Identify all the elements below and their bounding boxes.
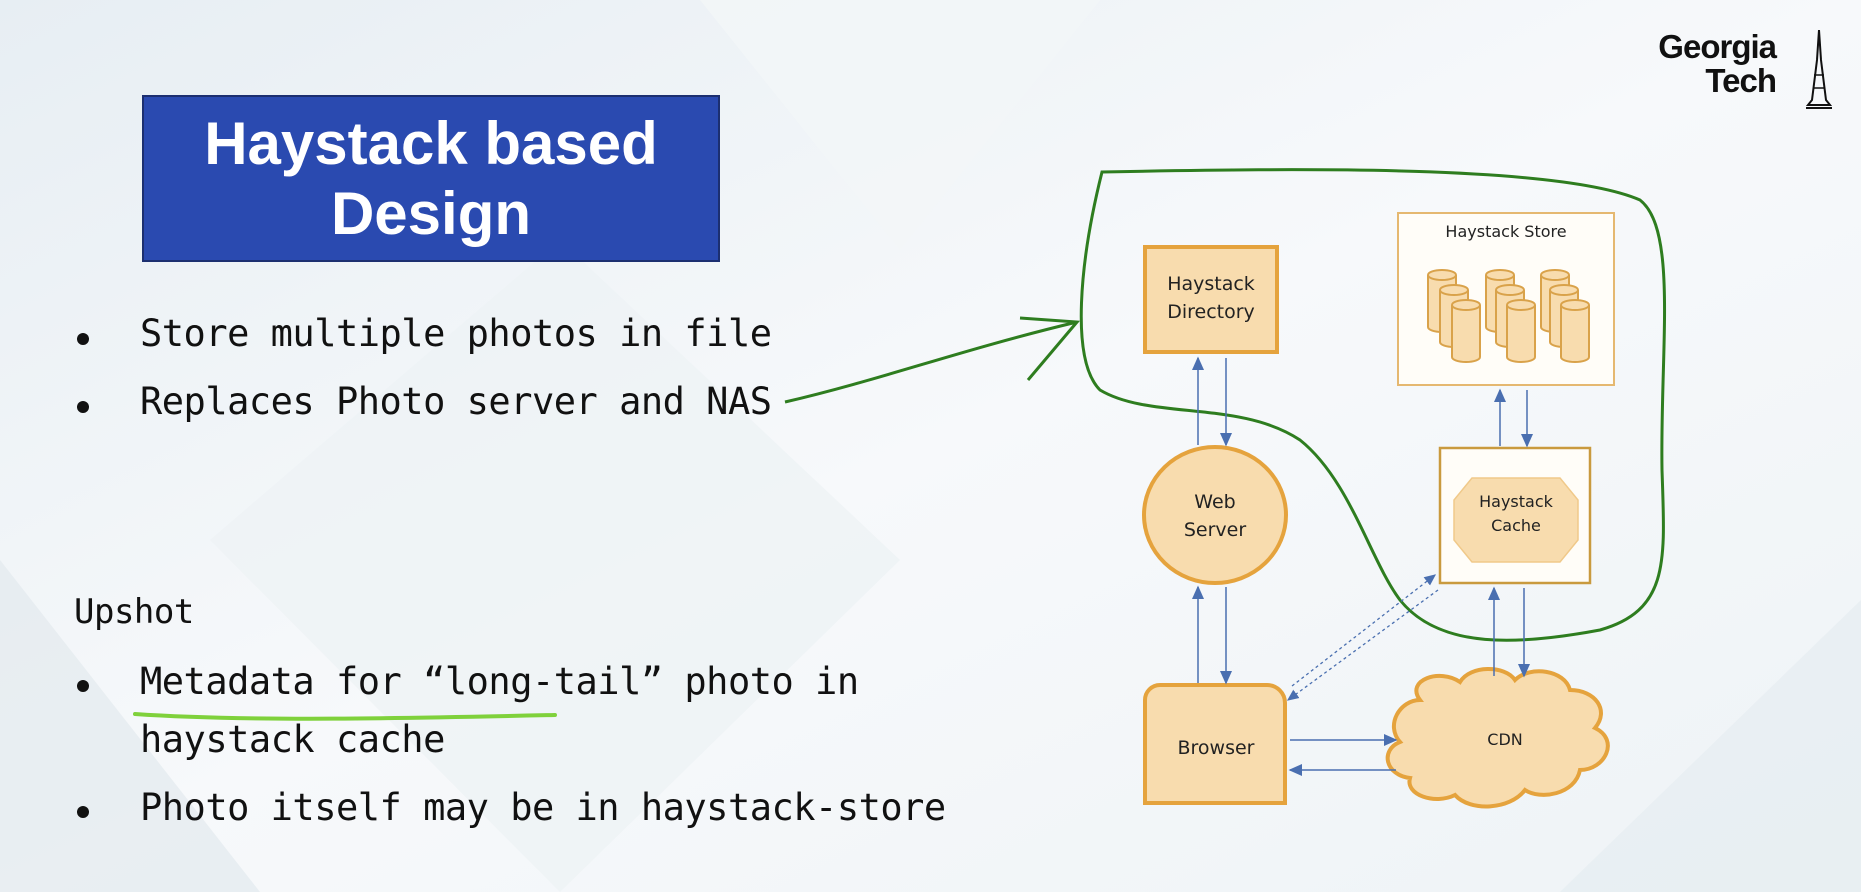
bullet-dot (77, 806, 89, 818)
haystack-cache-octagon (1453, 477, 1579, 563)
bullet-dot (77, 333, 89, 345)
annotation-arrow (784, 320, 1078, 404)
web-server-label: Web Server (1183, 491, 1247, 541)
georgia-tech-logo: Georgia Tech (1636, 28, 1833, 110)
bullet-text: Replaces Photo server and NAS (140, 380, 772, 423)
bullet-dot (77, 401, 89, 413)
cdn-label: CDN (1487, 730, 1523, 749)
slide-title: Haystack based Design (204, 109, 658, 247)
browser-box (1143, 683, 1287, 805)
upshot-heading: Upshot (74, 592, 194, 632)
logo-text: Georgia Tech (1636, 28, 1777, 99)
connection-arrows (1192, 356, 1533, 776)
slide-title-box: Haystack based Design (142, 95, 720, 262)
bullet-dot (77, 680, 89, 692)
annotation-loop (1079, 168, 1667, 642)
upshot-item-1-line-2: haystack cache (140, 718, 445, 761)
tower-icon (1805, 30, 1833, 109)
haystack-directory-box (1143, 245, 1279, 354)
upshot-item-1-line-1: Metadata for “long-tail” photo in (140, 660, 859, 703)
haystack-store-label: Haystack Store (1445, 222, 1567, 241)
bullet-text: Store multiple photos in file (140, 312, 772, 355)
dashed-arrows (1286, 574, 1439, 701)
highlight-underline (133, 712, 557, 721)
logo-line-1: Georgia (1658, 28, 1777, 65)
cdn-cloud (1385, 667, 1610, 809)
haystack-cache-label: Haystack Cache (1479, 492, 1553, 535)
upshot-item-2: Photo itself may be in haystack-store (140, 786, 946, 829)
annotation-arrowhead (1019, 316, 1081, 381)
logo-line-2: Tech (1705, 62, 1777, 99)
storage-cylinders-icon (1427, 269, 1590, 363)
web-server-circle (1142, 445, 1288, 585)
browser-label: Browser (1177, 737, 1255, 759)
haystack-directory-label: Haystack Directory (1167, 273, 1255, 323)
